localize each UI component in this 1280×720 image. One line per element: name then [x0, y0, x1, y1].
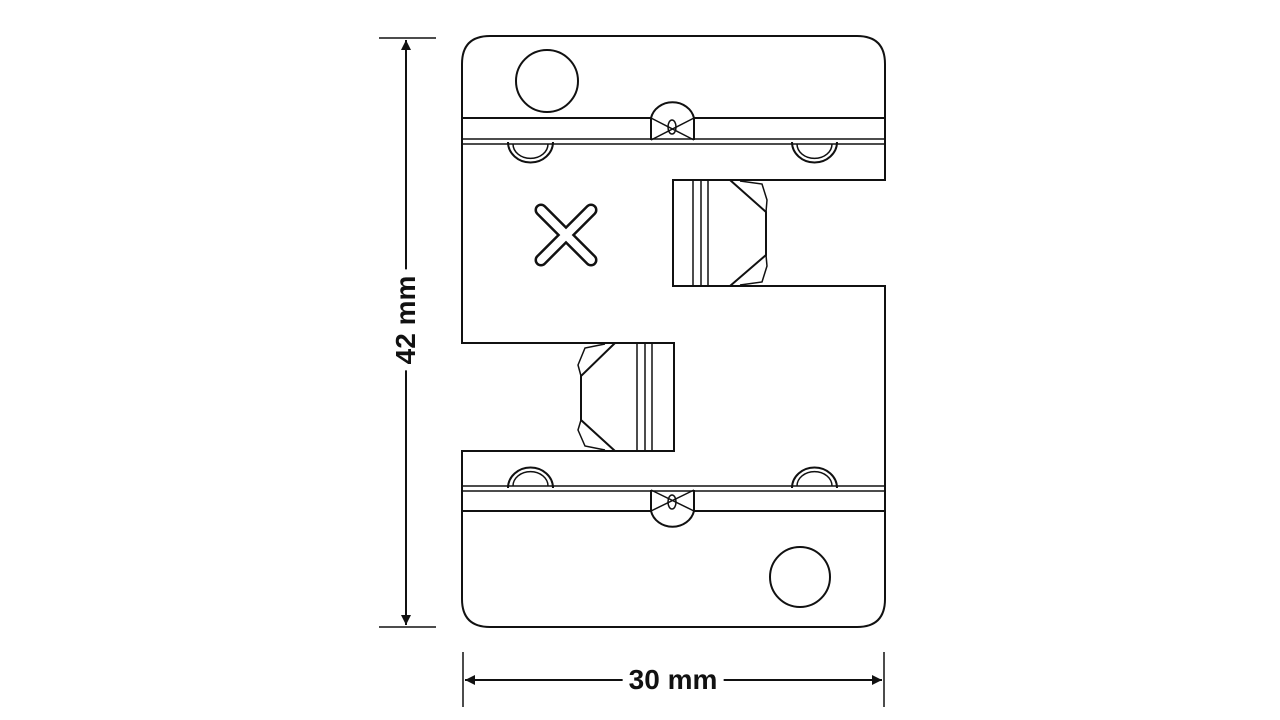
cross-mark [534, 203, 598, 267]
part-outline [461, 35, 886, 628]
mounting-hole-top [515, 49, 579, 113]
top-notch-contact [692, 179, 768, 287]
top-band [462, 101, 885, 164]
mounting-hole-bottom [769, 546, 831, 608]
width-dimension-label: 30 mm [622, 664, 724, 696]
bottom-notch-contact [577, 342, 653, 452]
bottom-band [462, 466, 885, 528]
height-dimension-label: 42 mm [390, 269, 422, 371]
